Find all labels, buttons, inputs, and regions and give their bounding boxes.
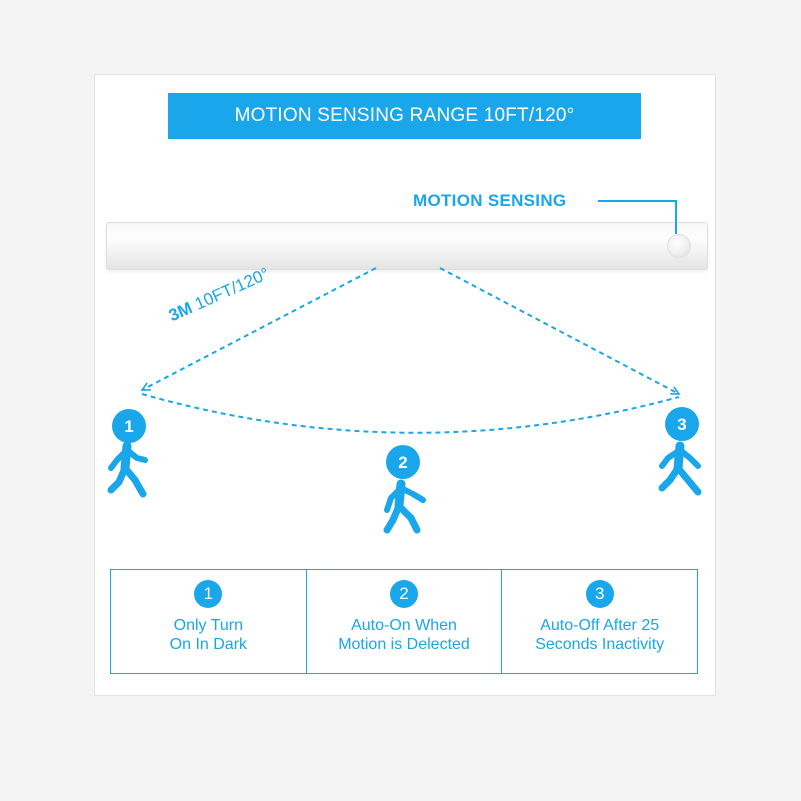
feature-2-line-1: Auto-On When [351, 617, 457, 634]
figure-number-3: 3 [677, 415, 686, 434]
feature-number-badge-2: 2 [390, 580, 418, 608]
walking-person-icon-1: 1 [107, 409, 148, 498]
feature-cell-1: 1 Only Turn On In Dark [111, 570, 307, 673]
figure-number-1: 1 [124, 417, 133, 436]
feature-1-line-1: Only Turn [173, 617, 244, 634]
feature-cell-2: 2 Auto-On When Motion is Delected [307, 570, 503, 673]
feature-1-line-2: On In Dark [169, 636, 248, 653]
feature-2-line-2: Motion is Delected [338, 636, 470, 653]
walking-person-icon-3: 3 [658, 407, 702, 496]
feature-text-3: Auto-Off After 25 Seconds Inactivity [502, 616, 697, 654]
light-bar [106, 222, 708, 270]
title-banner: MOTION SENSING RANGE 10FT/120° [168, 93, 641, 139]
range-arc [141, 393, 680, 434]
feature-text-1: Only Turn On In Dark [111, 616, 306, 654]
sensor-leader-line [598, 200, 677, 234]
motion-sensor-eye [667, 234, 691, 258]
cone-line-right [439, 267, 679, 395]
feature-number-badge-3: 3 [585, 580, 614, 608]
feature-text-2: Auto-On When Motion is Delected [307, 616, 502, 654]
figure-number-2: 2 [398, 453, 407, 472]
motion-sensing-label: MOTION SENSING [413, 191, 567, 210]
feature-number-badge-1: 1 [194, 580, 223, 608]
cone-line-left [142, 267, 377, 391]
feature-cell-3: 3 Auto-Off After 25 Seconds Inactivity [502, 570, 697, 673]
feature-table: 1 Only Turn On In Dark 2 Auto-On When Mo… [110, 569, 698, 674]
feature-3-line-1: Auto-Off After 25 [540, 617, 660, 634]
feature-3-line-2: Seconds Inactivity [535, 636, 665, 653]
walking-person-icon-2: 2 [383, 445, 426, 534]
